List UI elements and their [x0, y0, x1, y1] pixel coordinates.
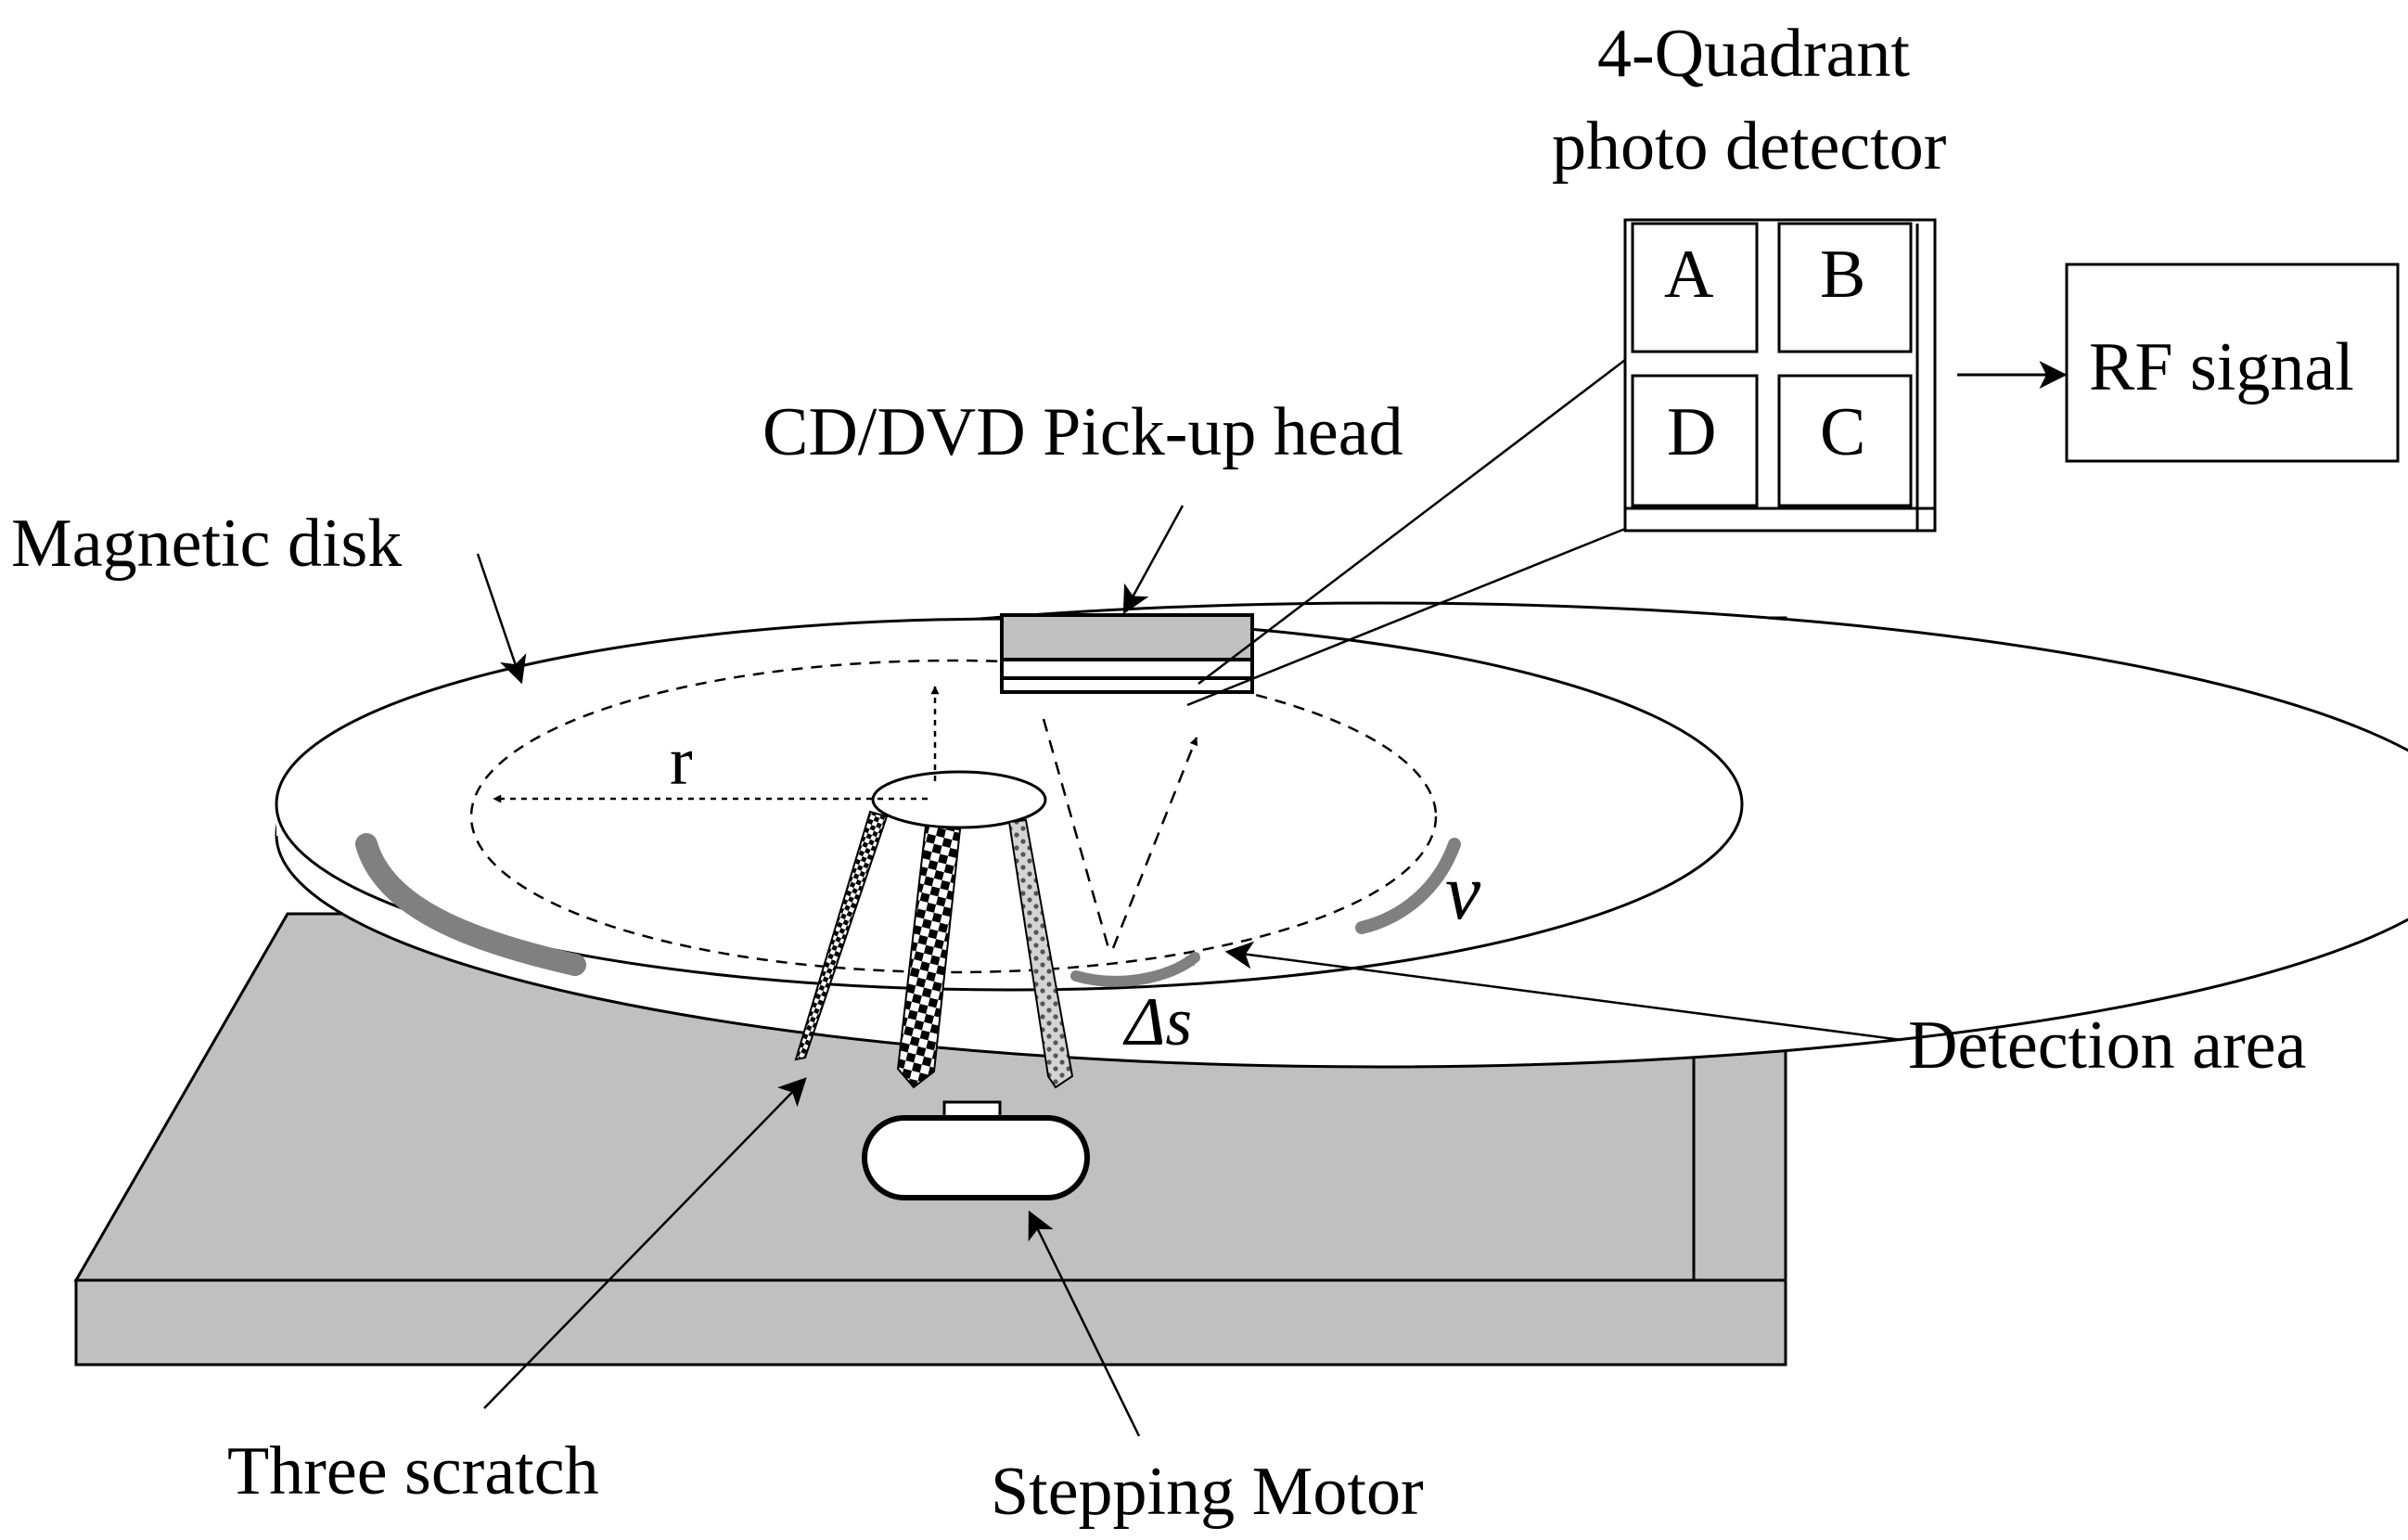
scratch-3: [1007, 818, 1074, 1089]
stepping-motor: [862, 1100, 1090, 1200]
detector-projection-bottom: [1186, 527, 1626, 707]
quadrant-b-label: B: [1820, 237, 1865, 313]
photo-detector-title-1: 4-Quadrant: [1597, 16, 1910, 92]
rf-signal-label: RF signal: [2089, 329, 2354, 405]
velocity-label: v: [1445, 847, 1481, 936]
magnetic-disk: [275, 601, 2408, 1069]
stepping-motor-pointer: [1028, 1210, 1141, 1437]
detection-area-pointer: [1224, 941, 1902, 1042]
scratch-2: [896, 824, 962, 1089]
rotation-arrow-right: [1355, 838, 1461, 934]
pickup-head-label: CD/DVD Pick-up head: [762, 394, 1403, 470]
three-scratch-pointer: [483, 1077, 807, 1409]
photo-detector-title-2: photo detector: [1552, 109, 1946, 185]
quadrant-c-label: C: [1820, 394, 1865, 470]
delta-s-arrow: [1070, 952, 1200, 987]
stepping-motor-label: Stepping Motor: [991, 1454, 1424, 1530]
laser-beam: [1042, 718, 1198, 949]
scratch-1: [794, 810, 889, 1061]
three-scratch-label: Three scratch: [227, 1433, 599, 1509]
rotation-arrow-left: [355, 833, 586, 976]
pickup-head: [1000, 613, 1254, 694]
magnetic-disk-pointer: [476, 553, 527, 685]
detection-area-label: Detection area: [1908, 1007, 2306, 1084]
spindle-hub: [871, 770, 1047, 829]
three-scratches: [794, 810, 1074, 1089]
magnetic-disk-label: Magnetic disk: [11, 506, 402, 582]
quadrant-a-label: A: [1664, 237, 1713, 313]
photo-detector: [1623, 218, 1937, 533]
radius-label: r: [670, 724, 693, 800]
rf-signal-box: [2065, 263, 2400, 463]
detector-projection-top: [1198, 359, 1626, 685]
pickup-head-pointer: [1122, 505, 1185, 615]
delta-s-label: Δs: [1122, 984, 1192, 1060]
detection-track: [469, 659, 1438, 974]
quadrant-d-label: D: [1667, 394, 1716, 470]
